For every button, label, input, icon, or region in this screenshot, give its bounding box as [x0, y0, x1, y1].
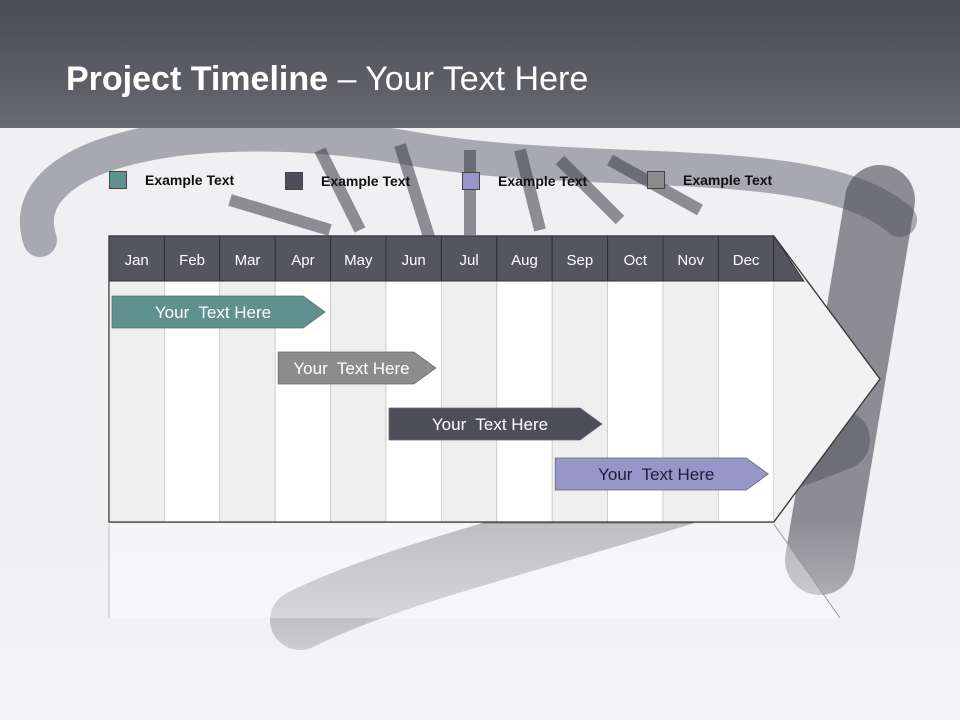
legend-item: Example Text	[462, 171, 587, 191]
legend-swatch	[647, 171, 665, 189]
month-column	[496, 280, 553, 523]
task-label: Your Text Here	[293, 359, 409, 378]
slide-title: Project Timeline – Your Text Here	[66, 60, 588, 99]
legend-item: Example Text	[109, 170, 234, 190]
month-header-cell	[551, 235, 609, 282]
month-header-cell	[717, 235, 775, 282]
month-header-cell	[662, 235, 719, 282]
month-label: Jun	[402, 252, 426, 269]
task-arrow	[111, 295, 326, 329]
legend-item: Example Text	[647, 170, 772, 190]
legend-label: Example Text	[683, 172, 773, 188]
month-header-cell	[440, 235, 498, 282]
task-arrow	[277, 351, 437, 385]
task-arrow	[554, 457, 769, 491]
month-header-cell	[607, 235, 664, 282]
month-header-cell	[385, 235, 442, 282]
timeline-reflection	[109, 524, 840, 618]
month-label: Aug	[511, 252, 538, 269]
month-label: Oct	[624, 252, 648, 269]
legend-swatch	[285, 172, 303, 190]
task-label: Your Text Here	[598, 465, 714, 484]
legend-swatch	[462, 172, 480, 190]
legend-label: Example Text	[321, 173, 411, 189]
title-bold: Project Timeline	[66, 60, 329, 98]
month-column	[330, 280, 387, 523]
legend-swatch	[109, 171, 127, 189]
month-header-cell	[274, 235, 332, 282]
title-rest: – Your Text Here	[328, 60, 589, 98]
month-header-cell	[108, 235, 165, 282]
legend-label: Example Text	[498, 173, 588, 189]
month-label: May	[344, 252, 373, 269]
task-arrow	[388, 407, 603, 441]
month-header-cell	[330, 235, 387, 282]
reflection-edge	[773, 523, 841, 619]
month-label: Jul	[460, 252, 479, 269]
month-label: Feb	[179, 252, 205, 269]
month-label: Apr	[291, 252, 314, 269]
task-label: Your Text Here	[155, 303, 271, 322]
month-label: Jan	[125, 252, 149, 269]
legend-label: Example Text	[145, 172, 235, 188]
title-bar: Project Timeline – Your Text Here	[0, 0, 960, 128]
month-column	[440, 280, 498, 523]
legend-item: Example Text	[285, 171, 410, 191]
task-label: Your Text Here	[432, 415, 548, 434]
month-label: Dec	[733, 252, 760, 269]
header-arrow-tip	[773, 234, 805, 282]
timeline-outline	[108, 235, 881, 523]
month-label: Nov	[677, 252, 704, 269]
month-label: Mar	[235, 252, 261, 269]
month-column	[385, 280, 442, 523]
month-label: Sep	[567, 252, 594, 269]
